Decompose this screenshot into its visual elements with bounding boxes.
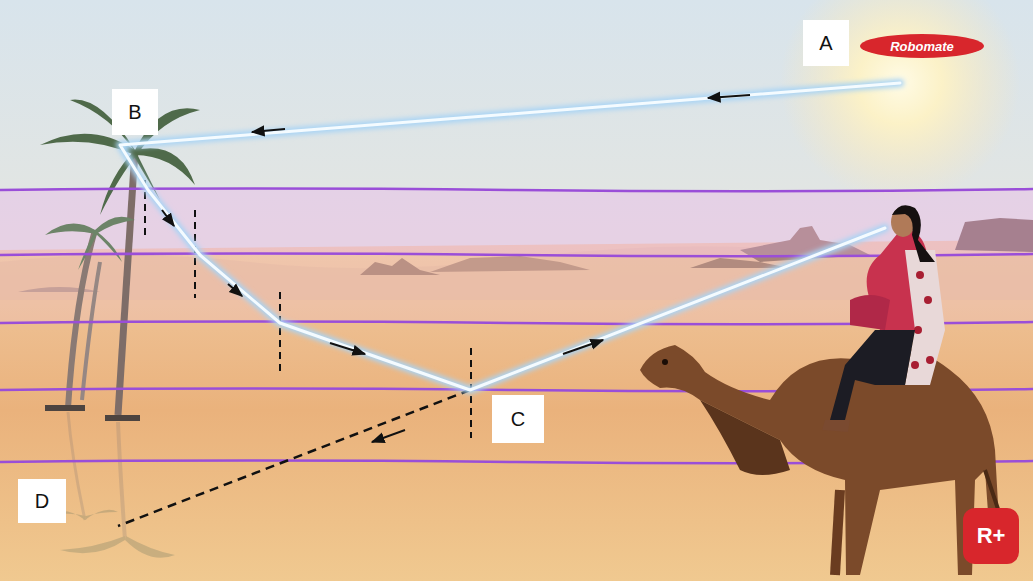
logo-text: Robomate <box>862 34 982 58</box>
robomate-logo <box>860 34 984 58</box>
normal-lines <box>145 180 471 438</box>
direction-arrows <box>162 95 750 442</box>
apparent-ray <box>118 390 470 526</box>
logo-text: R+ <box>963 508 1019 564</box>
point-letter: C <box>492 395 544 443</box>
woman-observer <box>822 205 945 432</box>
camel <box>640 345 1005 575</box>
rplus-logo <box>963 508 1019 564</box>
point-letter: D <box>18 479 66 523</box>
point-letter: A <box>803 20 849 66</box>
point-letter: B <box>112 89 158 135</box>
light-rays <box>120 83 900 390</box>
